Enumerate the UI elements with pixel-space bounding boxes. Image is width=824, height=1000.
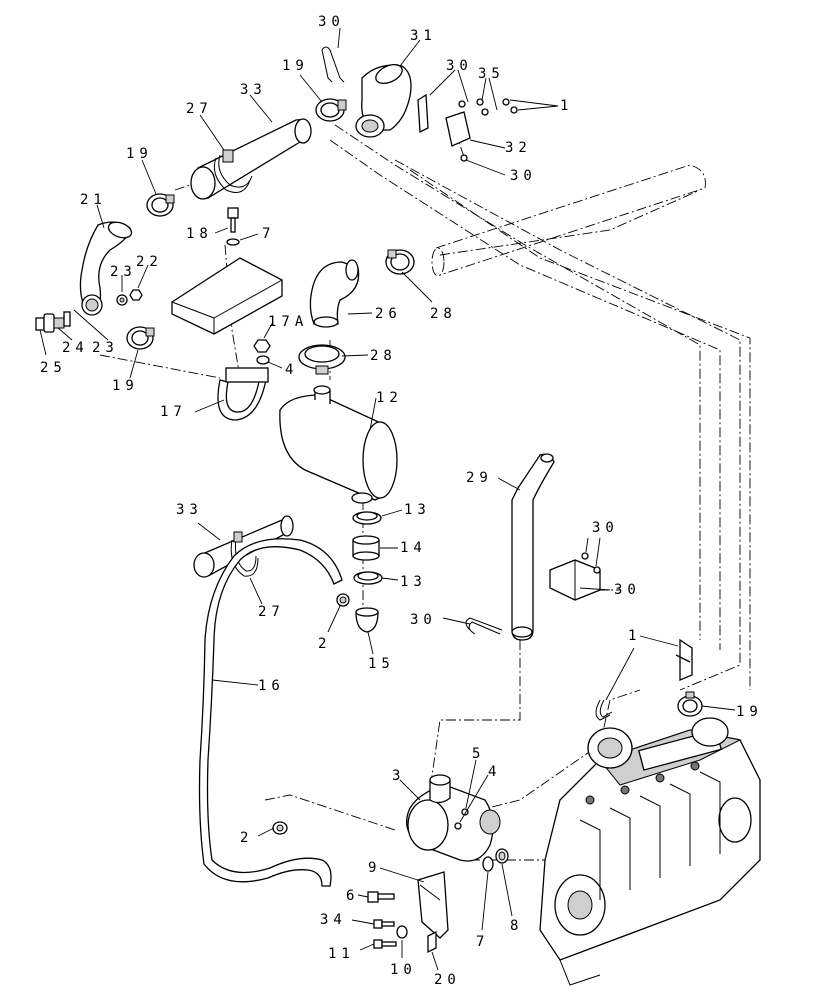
muffler-3	[406, 774, 501, 862]
callout-16: 16	[258, 678, 285, 694]
callout-13: 13	[400, 574, 427, 590]
callout-17A: 17A	[268, 314, 308, 330]
callout-30: 30	[410, 612, 437, 628]
callout-24: 24	[62, 340, 89, 356]
engine-block	[539, 717, 761, 986]
clamp-28-lower	[298, 344, 346, 375]
callout-30: 30	[592, 520, 619, 536]
callout-23: 23	[110, 264, 137, 280]
callout-4: 4	[285, 362, 298, 378]
tail-pipe-33-upper	[190, 118, 312, 200]
u-bolt-upper	[321, 46, 345, 83]
pipe-clamp-27-upper	[213, 149, 253, 193]
callout-34: 34	[320, 912, 347, 928]
band-clamp-17	[217, 367, 269, 421]
callout-27: 27	[258, 604, 285, 620]
bolt-6	[367, 891, 395, 903]
drain-hose-16	[198, 538, 343, 887]
stack-pipe-29	[511, 453, 555, 641]
elbow-26	[309, 259, 360, 328]
callout-19: 19	[282, 58, 309, 74]
callout-28: 28	[370, 348, 397, 364]
coupling-stack	[352, 511, 383, 633]
callout-6: 6	[346, 888, 359, 904]
callout-32: 32	[505, 140, 532, 156]
fitting-24-25	[35, 311, 71, 333]
callout-9: 9	[368, 860, 381, 876]
bolt-34	[373, 919, 395, 929]
elbow-hose-21	[79, 221, 133, 316]
elbow-pipe-31	[355, 63, 412, 138]
callout-labels: 30 31 30 35 1 32 30 19 27 33 19 21 18 7 …	[40, 14, 763, 988]
callout-33: 33	[240, 82, 267, 98]
callout-19: 19	[736, 704, 763, 720]
callout-26: 26	[375, 306, 402, 322]
callout-13: 13	[404, 502, 431, 518]
nut-22-washer-23-upper	[116, 289, 143, 306]
clamp-28-upper	[385, 249, 415, 275]
callout-10: 10	[390, 962, 417, 978]
u-bolt-lower	[465, 617, 503, 635]
nut-5-washer-4-lower	[454, 808, 469, 830]
callout-4: 4	[488, 764, 501, 780]
hose-clamp-19-right	[677, 691, 703, 717]
hose-end-fitting-2-lower	[272, 821, 288, 835]
mounting-bracket-plate	[171, 257, 283, 335]
callout-22: 22	[136, 254, 163, 270]
clip-20	[427, 930, 437, 954]
callout-17: 17	[160, 404, 187, 420]
callout-23: 23	[92, 340, 119, 356]
callout-30: 30	[510, 168, 537, 184]
pipe-clamp-27-lower	[230, 531, 259, 577]
leader-lines	[39, 27, 736, 971]
callout-28: 28	[430, 306, 457, 322]
callout-11: 11	[328, 946, 355, 962]
u-bolt-1-lower	[595, 699, 613, 721]
callout-15: 15	[368, 656, 395, 672]
strap-1-right	[675, 638, 693, 681]
bolt-18-washer-7	[226, 207, 240, 246]
callout-3: 3	[392, 768, 405, 784]
callout-25: 25	[40, 360, 67, 376]
callout-18: 18	[186, 226, 213, 242]
callout-27: 27	[186, 101, 213, 117]
nut-17A-washer-4	[253, 339, 271, 365]
callout-20: 20	[434, 972, 461, 988]
callout-30: 30	[318, 14, 345, 30]
callout-7: 7	[476, 934, 489, 950]
callout-1: 1	[560, 98, 573, 114]
bracket-30-right	[549, 552, 601, 601]
nut-10	[396, 925, 408, 939]
callout-12: 12	[376, 390, 403, 406]
bracket-30-upper	[417, 93, 518, 162]
stack-pipe-phantom	[431, 164, 706, 277]
callout-29: 29	[466, 470, 493, 486]
hose-clamp-19-left-upper	[146, 193, 175, 217]
callout-21: 21	[80, 192, 107, 208]
callout-35: 35	[478, 66, 505, 82]
muffler-12	[279, 385, 398, 504]
callout-30: 30	[614, 582, 641, 598]
bracket-9	[417, 871, 449, 939]
callout-19: 19	[112, 378, 139, 394]
bolt-11	[373, 939, 397, 949]
callout-19: 19	[126, 146, 153, 162]
callout-1: 1	[628, 628, 641, 644]
callout-2: 2	[318, 636, 331, 652]
callout-31: 31	[410, 28, 437, 44]
callout-2: 2	[240, 830, 253, 846]
callout-33: 33	[176, 502, 203, 518]
hose-clamp-19-top	[315, 98, 347, 122]
callout-8: 8	[510, 918, 523, 934]
callout-14: 14	[400, 540, 427, 556]
hose-end-fitting-2-upper	[336, 593, 350, 607]
callout-30: 30	[446, 58, 473, 74]
hose-clamp-19-left-lower	[126, 326, 155, 350]
washer-7-nut-8	[482, 848, 509, 872]
callout-5: 5	[472, 746, 485, 762]
callout-7: 7	[262, 226, 275, 242]
